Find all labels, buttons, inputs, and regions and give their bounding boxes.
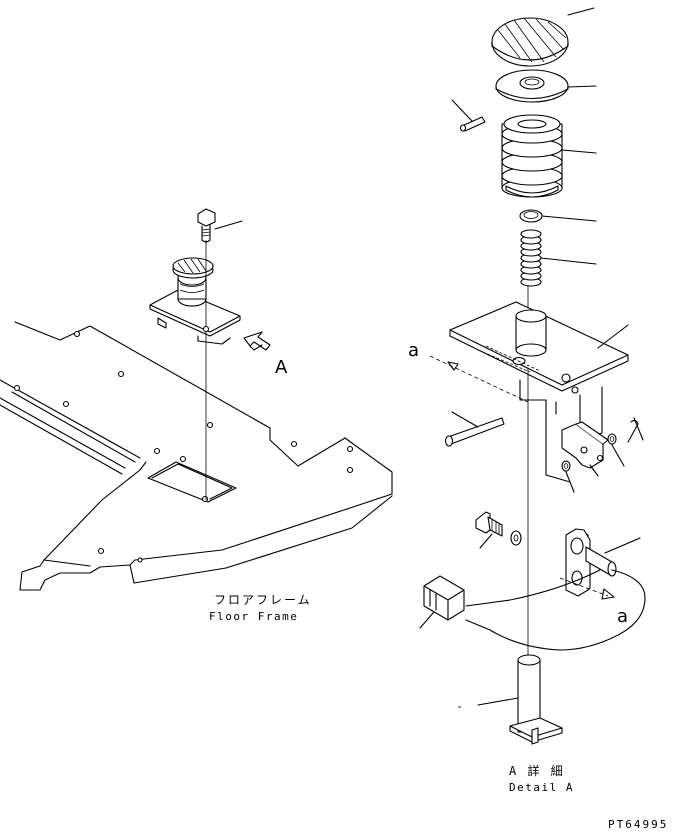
pin — [451, 99, 486, 132]
callout-a-bottom: a — [617, 606, 628, 627]
spring — [520, 229, 597, 287]
floor-frame — [0, 321, 393, 591]
view-direction-arrow-icon — [243, 331, 271, 351]
callout-a-top: a — [408, 340, 419, 361]
washers-cotter-pin — [561, 417, 644, 493]
washer-plate — [495, 69, 597, 103]
drawing-number: PT64995 — [608, 818, 668, 831]
floor-frame-label-jp: フロアフレーム — [214, 593, 312, 607]
mounting-bolt — [475, 511, 522, 549]
base-plate — [449, 301, 629, 483]
clevis-pin — [444, 411, 505, 447]
view-arrow-letter: A — [275, 357, 288, 378]
wire-harness — [419, 569, 646, 651]
detail-label-jp: A 詳 細 — [509, 763, 565, 778]
o-ring — [519, 209, 597, 223]
pedal-assembly-small — [149, 208, 243, 500]
rubber-bellows — [501, 114, 597, 198]
pedal-pad — [491, 7, 595, 67]
switch-bracket — [561, 421, 609, 477]
pedal-rod — [458, 654, 563, 745]
detail-label-en: Detail A — [509, 781, 574, 794]
floor-frame-label-en: Floor Frame — [209, 610, 298, 623]
limit-switch — [565, 528, 641, 597]
leader-arrow-icon — [429, 355, 615, 600]
